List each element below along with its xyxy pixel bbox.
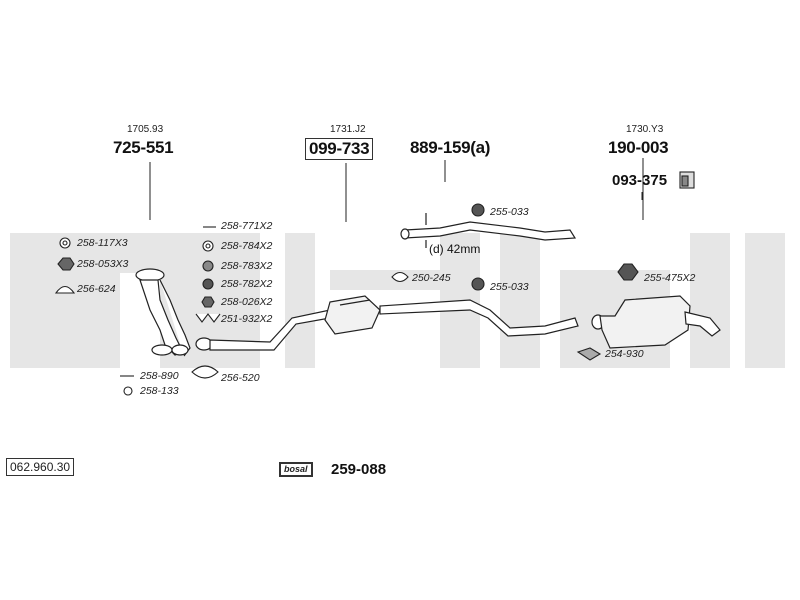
- leader-lines: [149, 158, 644, 222]
- diameter-note: (d) 42mm: [429, 242, 481, 256]
- label-258-890[interactable]: 258-890: [140, 370, 179, 382]
- ref-1730: 1730.Y3: [626, 124, 664, 135]
- label-256-520[interactable]: 256-520: [221, 372, 260, 384]
- label-255-475[interactable]: 255-475X2: [644, 272, 696, 284]
- label-258-784[interactable]: 258-784X2: [221, 240, 273, 252]
- part-889-159[interactable]: 889-159(a): [410, 138, 491, 157]
- ref-1705: 1705.93: [127, 124, 164, 135]
- bosal-logo: bosal: [279, 462, 313, 477]
- label-258-782[interactable]: 258-782X2: [221, 278, 273, 290]
- label-255-033-mid[interactable]: 255-033: [490, 281, 529, 293]
- part-099-733[interactable]: 099-733: [305, 138, 374, 160]
- label-258-117[interactable]: 258-117X3: [77, 237, 128, 249]
- label-258-133[interactable]: 258-133: [140, 385, 179, 397]
- intermediate-pipe: [400, 213, 577, 248]
- label-255-033-top[interactable]: 255-033: [490, 206, 529, 218]
- ref-1731: 1731.J2: [330, 124, 366, 135]
- part-093-375[interactable]: 093-375: [612, 172, 668, 189]
- front-downpipe: [135, 268, 191, 357]
- rear-silencer: [591, 295, 721, 349]
- label-251-932[interactable]: 251-932X2: [221, 313, 273, 325]
- label-258-026[interactable]: 258-026X2: [221, 296, 273, 308]
- label-258-053[interactable]: 258-053X3: [77, 258, 129, 270]
- watermark-bars: [10, 233, 785, 368]
- main-pipe: [195, 295, 579, 351]
- kit-number[interactable]: 259-088: [331, 461, 387, 478]
- label-254-930[interactable]: 254-930: [605, 348, 644, 360]
- hardware-symbols: [54, 171, 695, 396]
- catalog-number: 062.960.30: [6, 458, 75, 476]
- label-256-624[interactable]: 256-624: [77, 283, 116, 295]
- part-190-003[interactable]: 190-003: [608, 138, 669, 157]
- label-250-245[interactable]: 250-245: [412, 272, 451, 284]
- part-725-551[interactable]: 725-551: [113, 138, 174, 157]
- label-258-771[interactable]: 258-771X2: [221, 220, 273, 232]
- label-258-783[interactable]: 258-783X2: [221, 260, 273, 272]
